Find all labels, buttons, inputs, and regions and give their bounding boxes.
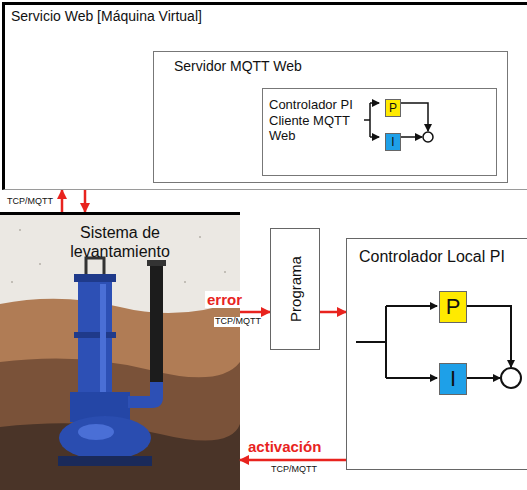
protocol-label: TCP/MQTT: [270, 465, 318, 475]
node-text: Servidor MQTT Web: [174, 58, 487, 75]
edge-label: activación: [246, 438, 323, 455]
server-box: Servidor MQTT WebControlador PI Cliente …: [153, 51, 508, 183]
lift-system-box: Sistema de levantamiento: [0, 212, 240, 490]
signal-arrow: [240, 311, 270, 314]
p-block: P: [385, 99, 401, 117]
protocol-label: TCP/MQTT: [6, 197, 54, 207]
local-controller-box: Controlador Local PI P I: [346, 238, 527, 470]
node-text: I: [391, 136, 394, 148]
p-block: P: [439, 291, 467, 323]
signal-arrow: [84, 190, 87, 212]
edge-label: error: [205, 291, 244, 308]
signal-arrow: [61, 190, 64, 212]
signal-arrow: [320, 311, 346, 314]
node-text: P: [389, 102, 397, 114]
node-text: P: [446, 296, 461, 318]
node-text: Programa: [287, 256, 304, 322]
controller-box: Controlador PI Cliente MQTT Web P I: [262, 88, 497, 176]
program-box: Programa: [270, 228, 320, 350]
i-block: I: [439, 363, 467, 395]
node-text: Servicio Web [Máquina Virtual]: [11, 8, 527, 25]
i-block: I: [385, 133, 401, 151]
node-text: I: [450, 368, 456, 390]
signal-arrow: [240, 459, 346, 462]
node-text: Sistema de levantamiento: [40, 223, 200, 261]
protocol-label: TCP/MQTT: [214, 317, 262, 327]
service-frame: Servicio Web [Máquina Virtual] Servidor M…: [2, 2, 527, 190]
node-text: Controlador Local PI: [359, 247, 523, 266]
node-text: Controlador PI Cliente MQTT Web: [269, 97, 369, 144]
pump-illustration: [0, 212, 240, 490]
